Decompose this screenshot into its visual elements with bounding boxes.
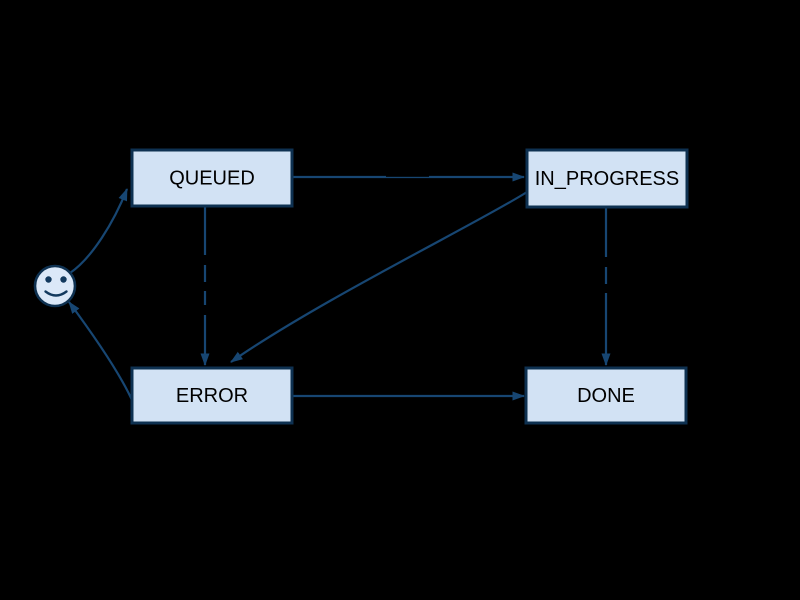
label-mark bbox=[198, 305, 211, 315]
edge-error-to-start bbox=[68, 301, 133, 401]
queued-box bbox=[130, 148, 294, 208]
smiley-face-circle bbox=[33, 264, 77, 308]
in-progress-box bbox=[525, 148, 689, 209]
state-node-queued: QUEUED bbox=[130, 148, 294, 208]
smiley-left-eye-icon bbox=[45, 276, 52, 283]
error-box bbox=[130, 366, 294, 425]
smiley-right-eye-icon bbox=[60, 276, 67, 283]
label-mark bbox=[197, 255, 212, 265]
queued-label: QUEUED bbox=[169, 167, 255, 189]
in-progress-label: IN_PROGRESS bbox=[535, 168, 679, 190]
label-mark bbox=[386, 166, 429, 177]
error-label: ERROR bbox=[176, 385, 248, 407]
state-node-in-progress: IN_PROGRESS bbox=[525, 148, 689, 209]
smiley-start-icon bbox=[33, 264, 77, 308]
edge-in-progress-to-error bbox=[230, 191, 528, 363]
smiley-mouth-icon bbox=[44, 290, 68, 297]
label-mark bbox=[601, 284, 613, 293]
illegible-edge-label-marks bbox=[197, 166, 613, 315]
state-node-done: DONE bbox=[524, 366, 688, 425]
label-mark bbox=[199, 282, 211, 291]
done-box bbox=[524, 366, 688, 425]
label-mark bbox=[424, 257, 452, 265]
state-node-error: ERROR bbox=[130, 366, 294, 425]
edge-start-to-queued bbox=[69, 188, 129, 274]
label-mark bbox=[600, 257, 613, 267]
done-label: DONE bbox=[577, 385, 635, 407]
